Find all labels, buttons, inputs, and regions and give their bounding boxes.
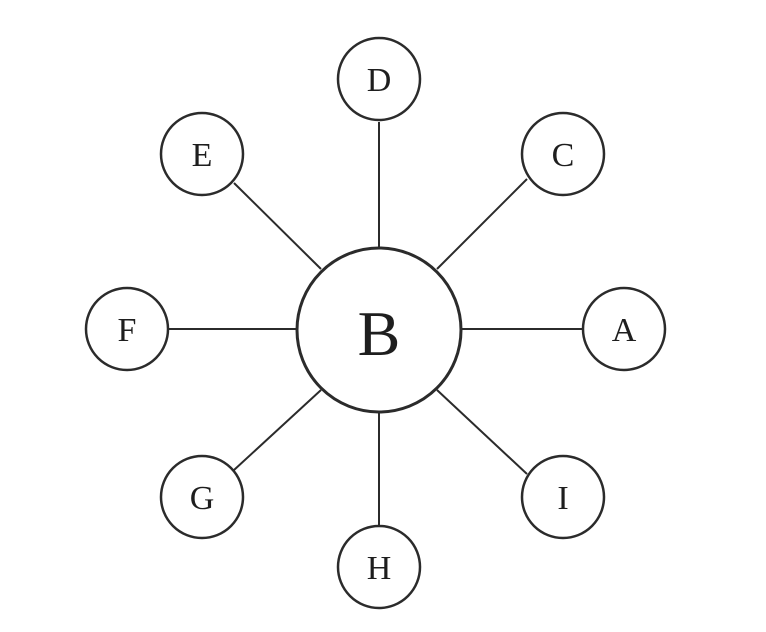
edge-b-g xyxy=(233,389,322,471)
node-a-circle xyxy=(581,286,667,372)
node-a-label: A xyxy=(612,312,637,349)
node-a: A xyxy=(581,286,667,372)
node-d-label: D xyxy=(367,62,392,99)
edges xyxy=(169,122,583,527)
node-f: F xyxy=(84,286,170,372)
node-d-circle xyxy=(336,36,422,122)
node-b-label: B xyxy=(358,298,401,369)
edge-b-c xyxy=(436,178,528,270)
node-e-circle xyxy=(159,111,245,197)
node-h: H xyxy=(336,524,422,610)
node-e-label: E xyxy=(192,137,213,174)
node-g-circle xyxy=(159,454,245,540)
node-e: E xyxy=(159,111,245,197)
node-b: B xyxy=(295,246,463,414)
node-f-circle xyxy=(84,286,170,372)
node-h-label: H xyxy=(367,550,392,587)
node-c: C xyxy=(520,111,606,197)
node-c-label: C xyxy=(552,137,575,174)
node-f-label: F xyxy=(118,312,137,349)
node-b-circle xyxy=(295,246,463,414)
node-i-circle xyxy=(520,454,606,540)
node-g: G xyxy=(159,454,245,540)
edge-b-i xyxy=(436,389,528,475)
node-g-label: G xyxy=(190,480,215,517)
node-c-circle xyxy=(520,111,606,197)
node-d: D xyxy=(336,36,422,122)
edge-b-e xyxy=(233,182,322,270)
node-i: I xyxy=(520,454,606,540)
node-h-circle xyxy=(336,524,422,610)
node-i-label: I xyxy=(557,480,568,517)
